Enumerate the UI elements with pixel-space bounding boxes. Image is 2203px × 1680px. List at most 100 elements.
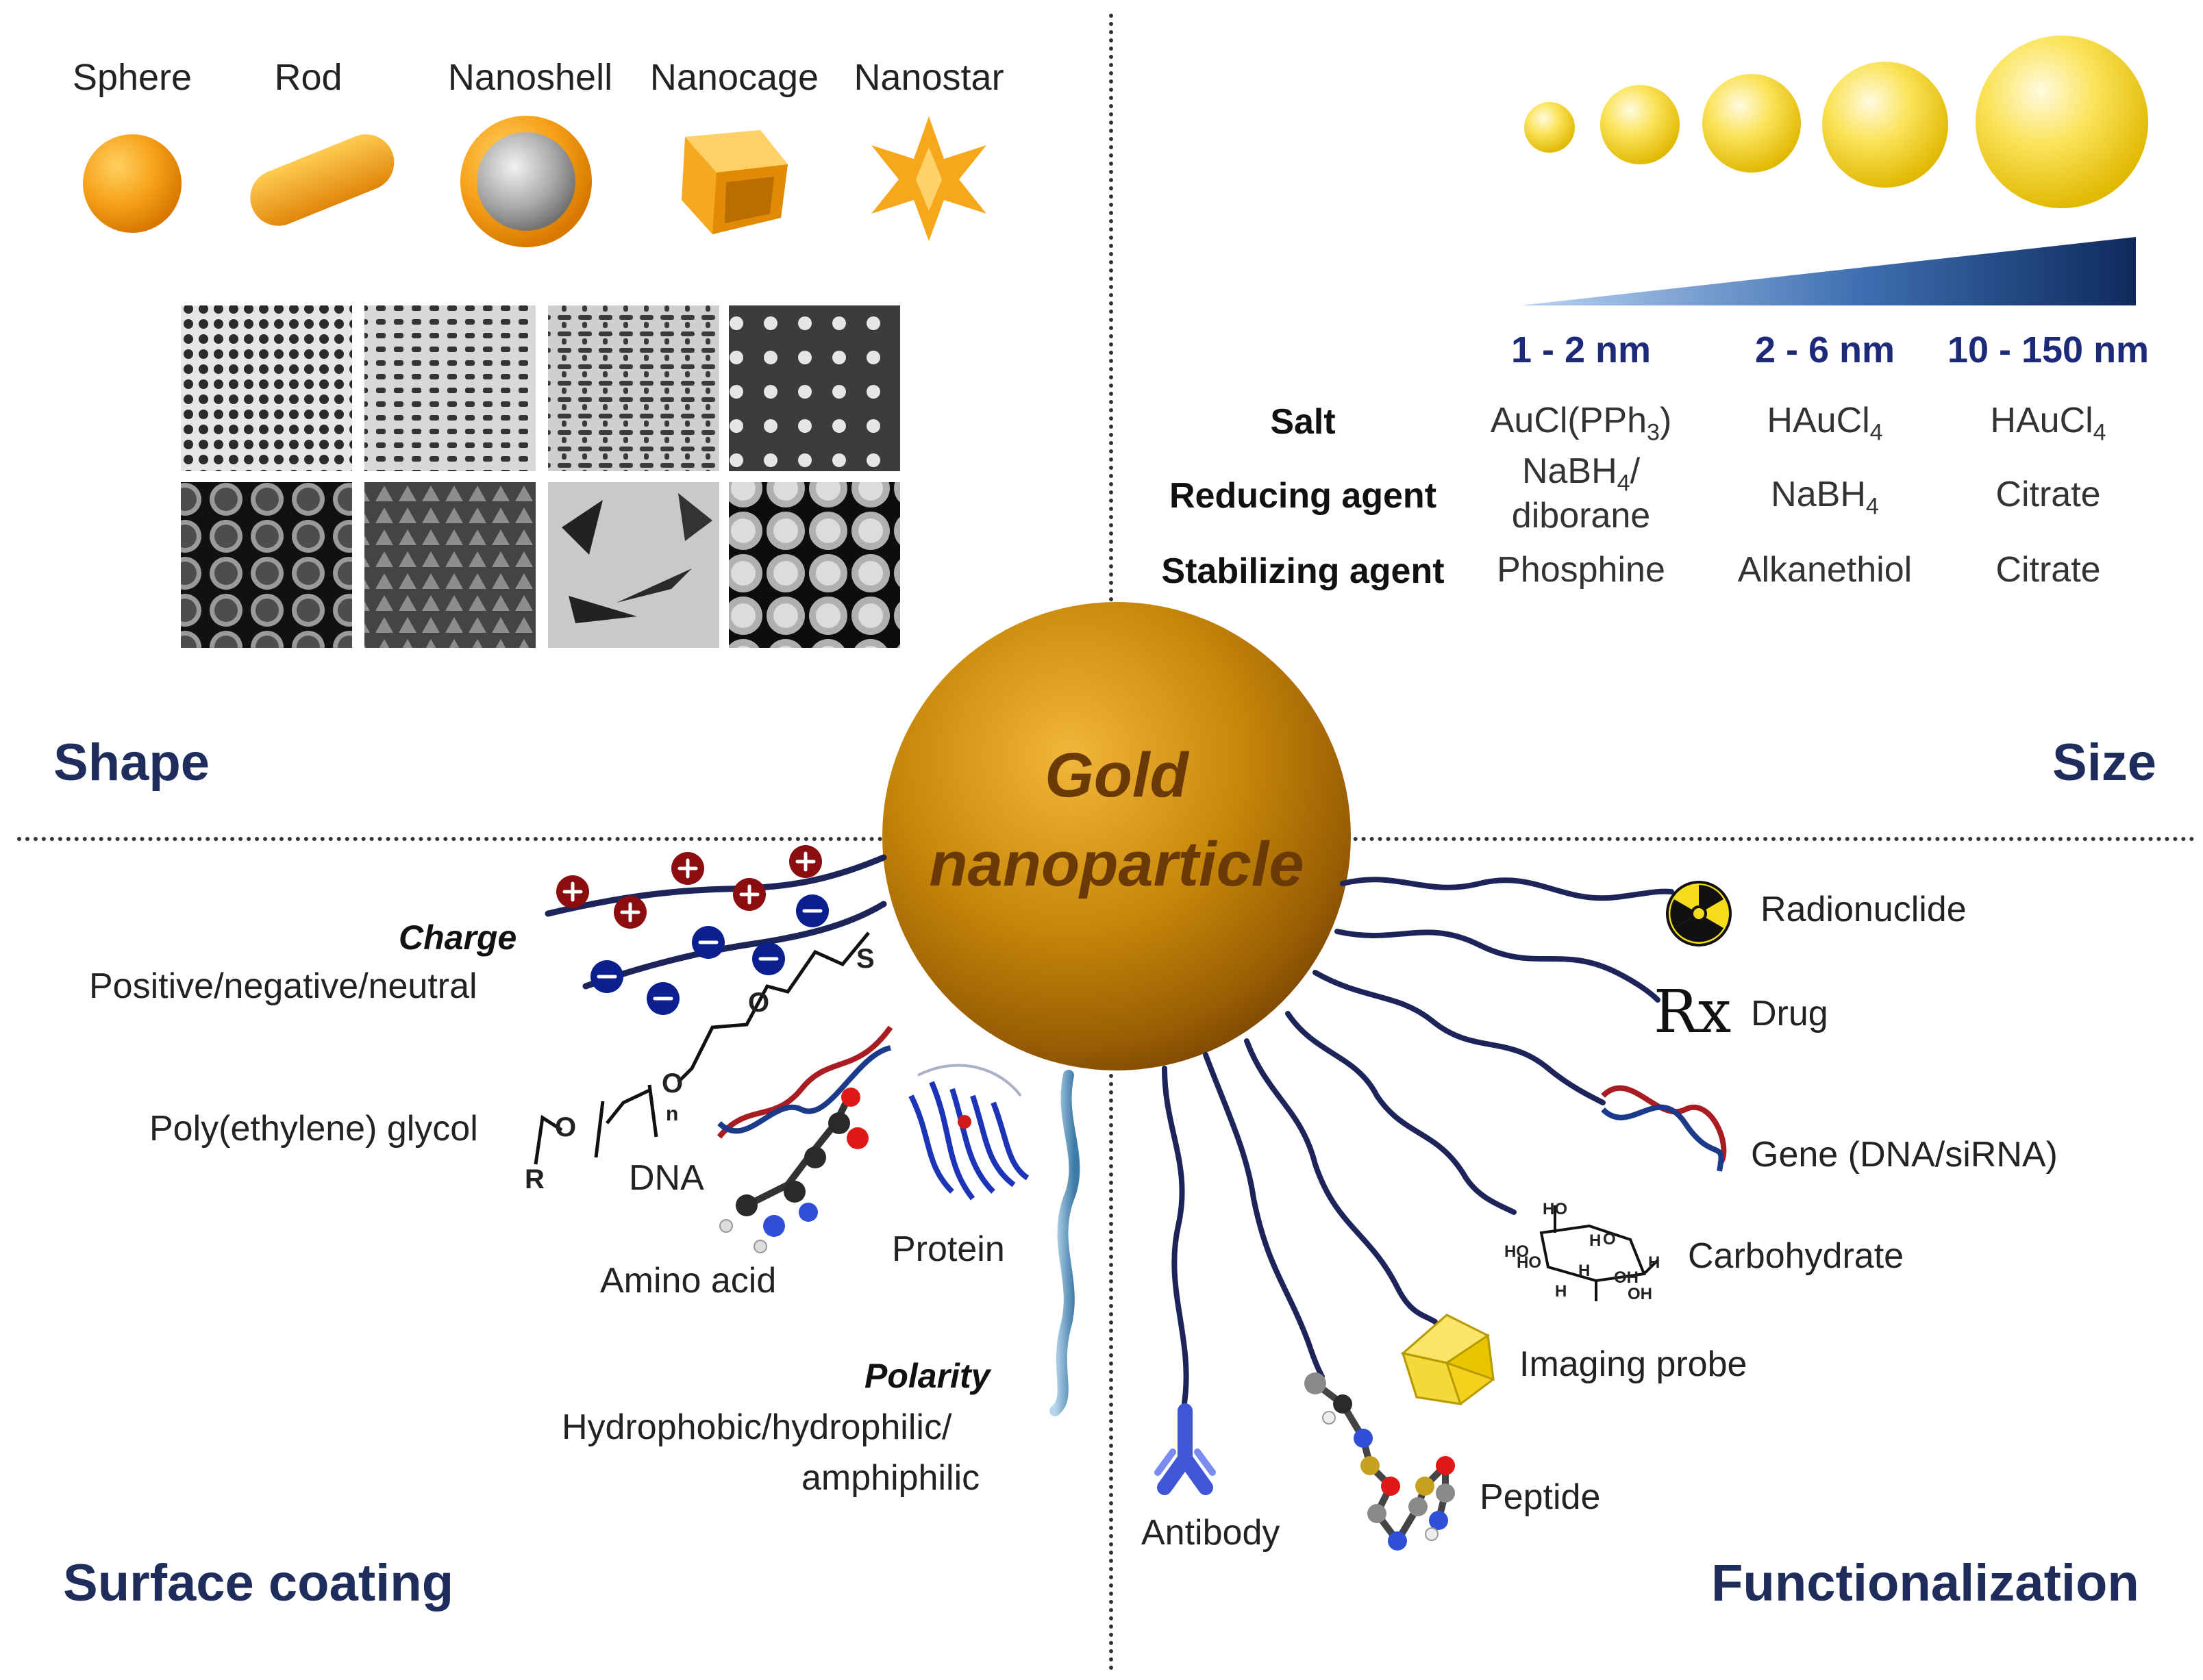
peptide-molecule bbox=[1304, 1372, 1455, 1551]
nanostar-icon bbox=[871, 116, 986, 241]
center-label-line1: Gold bbox=[1045, 740, 1188, 810]
polarity-title: Polarity bbox=[864, 1357, 991, 1395]
stabilizing-2-6nm: Alkanethiol bbox=[1737, 550, 1913, 590]
reducing-1-2nm: NaBH4/diborane bbox=[1465, 451, 1697, 536]
size-header-10-150nm: 10 - 150 nm bbox=[1947, 329, 2150, 371]
micrograph-spiky-spheres bbox=[729, 482, 900, 648]
row-label-stabilizing-agent: Stabilizing agent bbox=[1161, 551, 1445, 591]
size-sphere-2 bbox=[1600, 85, 1680, 164]
micrograph-stars bbox=[729, 305, 900, 471]
size-spheres bbox=[1524, 36, 2148, 208]
sugar-label-0: HO bbox=[1543, 1200, 1567, 1218]
charge-chains bbox=[545, 854, 887, 990]
sugar-label-5: H bbox=[1589, 1231, 1602, 1250]
carbohydrate-label: Carbohydrate bbox=[1688, 1236, 1904, 1276]
shape-name-nanoshell: Nanoshell bbox=[447, 57, 613, 98]
antibody-icon bbox=[1154, 1403, 1216, 1495]
stabilizing-10-150nm: Citrate bbox=[1995, 550, 2101, 590]
row-label-salt: Salt bbox=[1270, 402, 1336, 442]
micrograph-pyramids bbox=[364, 482, 536, 648]
reducing-1-2nm-extra: diborane bbox=[1511, 495, 1651, 536]
peg-atom-o3: O bbox=[555, 1112, 577, 1142]
micrograph-shells bbox=[181, 482, 352, 648]
carbohydrate-structure bbox=[1539, 1205, 1659, 1301]
protein-label: Protein bbox=[892, 1229, 1005, 1269]
charge-signs bbox=[562, 851, 823, 1001]
charge-title: Charge bbox=[399, 918, 517, 957]
peptide-label: Peptide bbox=[1480, 1477, 1601, 1517]
dna-label: DNA bbox=[629, 1158, 704, 1198]
peg-atom-n: n bbox=[666, 1103, 679, 1125]
size-sphere-3 bbox=[1702, 74, 1801, 173]
sugar-label-4: O bbox=[1603, 1230, 1616, 1249]
salt-1-2nm-text: AuCl(PPh bbox=[1490, 401, 1647, 440]
polarity-description-2: amphiphilic bbox=[801, 1458, 980, 1498]
polarity-chain bbox=[1049, 1070, 1080, 1416]
sphere-shape-icon bbox=[83, 134, 182, 233]
protein-ligand bbox=[958, 1115, 971, 1129]
micrograph-rods bbox=[548, 305, 719, 471]
sugar-label-1: HO bbox=[1504, 1242, 1529, 1261]
micrograph-mixed bbox=[364, 305, 536, 471]
peg-atom-r: R bbox=[525, 1164, 545, 1194]
micrograph-bipyramids bbox=[548, 482, 719, 648]
salt-2-6nm-sub: 4 bbox=[1869, 419, 1883, 446]
salt-2-6nm: HAuCl4 bbox=[1708, 401, 1941, 446]
shape-name-sphere: Sphere bbox=[72, 57, 192, 98]
size-gradient-wedge bbox=[1521, 237, 2136, 305]
reducing-2-6nm-sub: 4 bbox=[1865, 493, 1879, 520]
size-sphere-1 bbox=[1524, 102, 1575, 153]
rx-icon: Rx bbox=[1654, 978, 1732, 1046]
salt-10-150nm: HAuCl4 bbox=[1932, 401, 2165, 446]
reducing-2-6nm-text: NaBH bbox=[1771, 475, 1866, 514]
micrograph-spheres bbox=[181, 305, 352, 471]
title-functionalization: Functionalization bbox=[1711, 1554, 2139, 1612]
center-label-line2: nanoparticle bbox=[929, 829, 1304, 899]
salt-1-2nm: AuCl(PPh3) bbox=[1465, 401, 1697, 446]
charge-description: Positive/negative/neutral bbox=[89, 966, 477, 1006]
rod-shape-icon bbox=[250, 134, 395, 226]
peg-atom-o2: O bbox=[662, 1068, 684, 1099]
protein-ribbon bbox=[908, 1064, 1030, 1201]
sugar-label-9: OH bbox=[1628, 1285, 1652, 1303]
imaging-probe-icon bbox=[1400, 1314, 1495, 1405]
shape-name-nanocage: Nanocage bbox=[649, 57, 819, 98]
stabilizing-1-2nm: Phosphine bbox=[1497, 550, 1665, 590]
salt-10-150nm-sub: 4 bbox=[2093, 419, 2106, 446]
sugar-label-2: HO bbox=[1517, 1253, 1541, 1272]
amino-acid-label: Amino acid bbox=[600, 1261, 777, 1301]
shape-name-rod: Rod bbox=[274, 57, 343, 98]
reducing-1-2nm-text: NaBH bbox=[1521, 451, 1617, 491]
size-header-2-6nm: 2 - 6 nm bbox=[1754, 329, 1895, 371]
gene-helix-icon bbox=[1601, 1085, 1727, 1172]
title-surface-coating: Surface coating bbox=[63, 1554, 454, 1612]
salt-10-150nm-text: HAuCl bbox=[1990, 401, 2093, 440]
sugar-label-7: OH bbox=[1614, 1268, 1639, 1287]
drug-label: Drug bbox=[1751, 994, 1828, 1033]
salt-1-2nm-tail: ) bbox=[1659, 401, 1672, 440]
dna-helix-left bbox=[717, 1025, 893, 1139]
micrograph-grid bbox=[181, 305, 900, 648]
shape-name-nanostar: Nanostar bbox=[854, 57, 1004, 98]
gold-nanoparticle-sphere bbox=[882, 602, 1351, 1070]
nanocage-icon bbox=[682, 130, 788, 234]
reducing-1-2nm-tail: / bbox=[1630, 451, 1641, 491]
sugar-label-6: H bbox=[1555, 1282, 1567, 1301]
peg-label: Poly(ethylene) glycol bbox=[149, 1109, 478, 1149]
title-size: Size bbox=[2052, 734, 2157, 792]
sugar-label-3: H bbox=[1578, 1262, 1591, 1280]
polarity-description-1: Hydrophobic/hydrophilic/ bbox=[562, 1407, 952, 1447]
radionuclide-label: Radionuclide bbox=[1760, 890, 1967, 929]
antibody-label: Antibody bbox=[1141, 1513, 1280, 1553]
amino-acid-molecule bbox=[719, 1088, 869, 1253]
size-sphere-4 bbox=[1822, 62, 1948, 188]
peg-atom-o1: O bbox=[748, 988, 770, 1018]
salt-2-6nm-text: HAuCl bbox=[1767, 401, 1870, 440]
peg-atom-s: S bbox=[856, 944, 875, 974]
size-sphere-5 bbox=[1976, 36, 2148, 208]
reducing-10-150nm: Citrate bbox=[1995, 475, 2101, 514]
radiation-icon bbox=[1666, 881, 1732, 946]
nanoshell-icon bbox=[460, 116, 592, 247]
